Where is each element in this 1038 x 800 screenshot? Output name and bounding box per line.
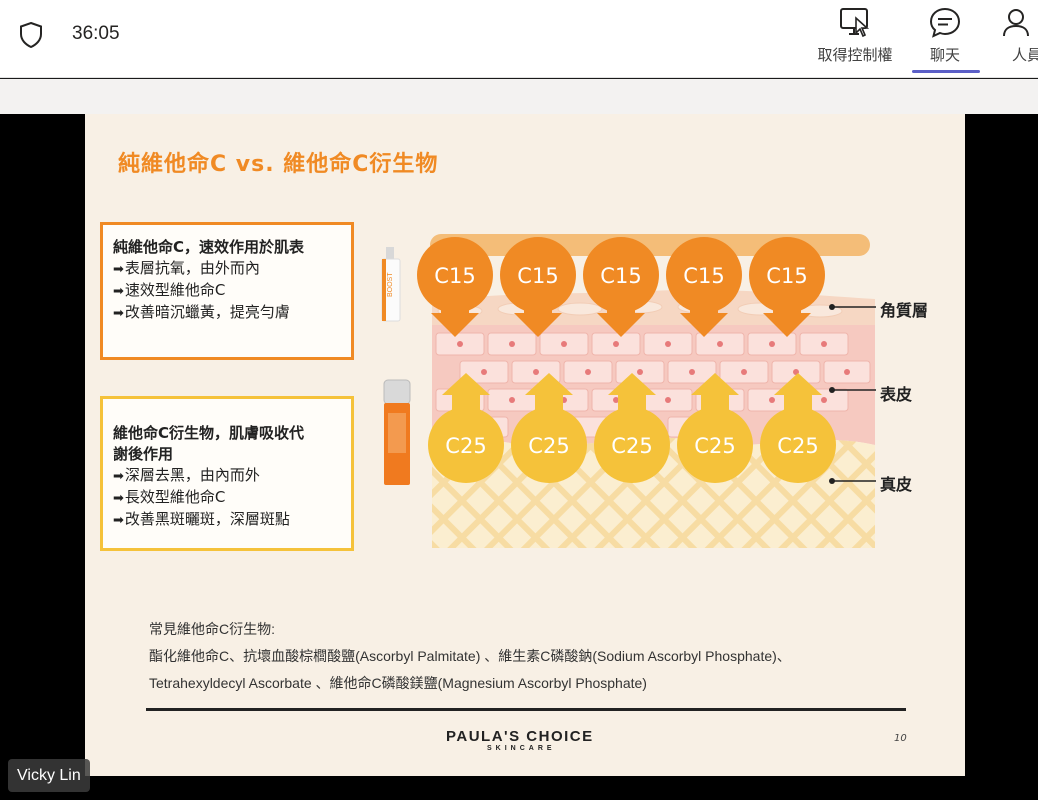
take-control-button[interactable]: 取得控制權 bbox=[808, 0, 902, 78]
people-icon bbox=[1003, 9, 1029, 37]
c15-marker: C15 bbox=[666, 237, 742, 337]
c25-marker: C25 bbox=[428, 373, 504, 483]
people-button[interactable]: 人員 bbox=[996, 0, 1038, 78]
take-control-label: 取得控制權 bbox=[817, 46, 893, 64]
boost-bottle-icon: BOOST bbox=[381, 247, 401, 322]
take-control-icon bbox=[840, 8, 870, 38]
epidermis-label: 表皮 bbox=[880, 385, 913, 404]
box2-line: 改善黑斑曬斑，深層斑點 bbox=[113, 509, 341, 531]
c15-marker: C15 bbox=[500, 237, 576, 337]
c25-label: C25 bbox=[777, 434, 818, 458]
c15-label: C15 bbox=[434, 264, 475, 288]
derivative-notes: 常見維他命C衍生物: 酯化維他命C、抗壞血酸棕櫚酸鹽(Ascorbyl Palm… bbox=[149, 616, 791, 697]
c25-marker: C25 bbox=[511, 373, 587, 483]
brand-logo: PAULA'S CHOICE bbox=[446, 728, 594, 745]
c25-label: C25 bbox=[694, 434, 735, 458]
box2-line: 深層去黑，由內而外 bbox=[113, 465, 341, 487]
notes-line: Tetrahexyldecyl Ascorbate 、維他命C磷酸鎂鹽(Magn… bbox=[149, 675, 647, 691]
bottle-brand-text: BOOST bbox=[387, 272, 394, 297]
chat-label: 聊天 bbox=[929, 46, 960, 64]
vitamin-c-derivative-box: 維他命C衍生物，肌膚吸收代 謝後作用 深層去黑，由內而外 長效型維他命C 改善黑… bbox=[100, 396, 354, 551]
people-label: 人員 bbox=[1012, 46, 1038, 64]
chat-icon bbox=[929, 7, 961, 38]
c25-label: C25 bbox=[611, 434, 652, 458]
stratum-corneum-label: 角質層 bbox=[880, 301, 929, 320]
box2-line: 長效型維他命C bbox=[113, 487, 341, 509]
dermis-label: 真皮 bbox=[880, 475, 913, 494]
presenter-name-tag: Vicky Lin bbox=[8, 759, 90, 792]
c25-marker: C25 bbox=[760, 373, 836, 483]
pure-vitamin-c-box: 純維他命C，速效作用於肌表 表層抗氧，由外而內 速效型維他命C 改善暗沉蠟黃，提… bbox=[100, 222, 354, 360]
serum-bottle-icon bbox=[383, 379, 411, 485]
c15-label: C15 bbox=[766, 264, 807, 288]
c25-label: C25 bbox=[528, 434, 569, 458]
c15-label: C15 bbox=[600, 264, 641, 288]
box1-line: 改善暗沉蠟黃，提亮勻膚 bbox=[113, 302, 341, 324]
c15-marker: C15 bbox=[749, 237, 825, 337]
c15-label: C15 bbox=[517, 264, 558, 288]
box1-line: 表層抗氧，由外而內 bbox=[113, 258, 341, 280]
c15-label: C15 bbox=[683, 264, 724, 288]
box1-heading: 純維他命C，速效作用於肌表 bbox=[113, 238, 305, 256]
toolbar-separator bbox=[0, 79, 1038, 114]
notes-line: 酯化維他命C、抗壞血酸棕櫚酸鹽(Ascorbyl Palmitate) 、維生素… bbox=[149, 648, 791, 664]
notes-heading: 常見維他命C衍生物: bbox=[149, 621, 275, 637]
brand-logo-sub: SKINCARE bbox=[487, 745, 556, 752]
c15-marker: C15 bbox=[583, 237, 659, 337]
chat-button[interactable]: 聊天 bbox=[912, 0, 980, 78]
meeting-toolbar: 36:05 取得控制權 聊天 人員 bbox=[0, 0, 1038, 78]
c25-label: C25 bbox=[445, 434, 486, 458]
footer-rule bbox=[146, 708, 906, 711]
chat-active-indicator bbox=[912, 70, 980, 73]
box2-heading-line2: 謝後作用 bbox=[113, 445, 174, 463]
c25-marker: C25 bbox=[594, 373, 670, 483]
box2-heading-line1: 維他命C衍生物，肌膚吸收代 bbox=[113, 424, 305, 442]
shield-icon bbox=[20, 22, 42, 48]
box1-line: 速效型維他命C bbox=[113, 280, 341, 302]
slide-page-number: 10 bbox=[894, 733, 907, 744]
c15-marker: C15 bbox=[417, 237, 493, 337]
meeting-timer: 36:05 bbox=[72, 23, 120, 44]
slide-title: 純維他命C vs. 維他命C衍生物 bbox=[118, 152, 439, 177]
c25-marker: C25 bbox=[677, 373, 753, 483]
